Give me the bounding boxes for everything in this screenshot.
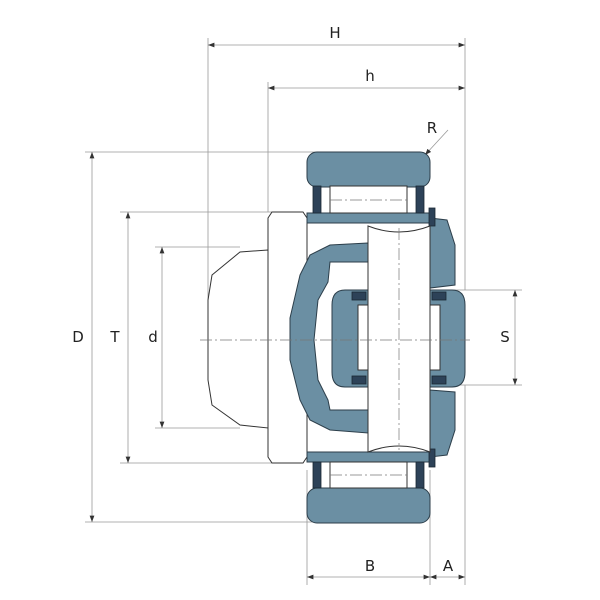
outer-ring <box>306 151 431 524</box>
label-A: A <box>442 557 454 575</box>
side-plate-bottom <box>429 389 456 458</box>
label-H: H <box>329 24 341 42</box>
retaining-ring-bottom <box>428 448 436 468</box>
stud-cone <box>207 249 269 429</box>
label-B: B <box>364 557 376 575</box>
extension-lines <box>85 38 522 585</box>
label-R: R <box>426 119 438 137</box>
label-T: T <box>110 328 120 346</box>
dim-R <box>424 129 449 156</box>
side-plate-top <box>429 217 456 289</box>
stud-flange <box>267 211 308 464</box>
retaining-ring-top <box>428 207 436 227</box>
label-h: h <box>365 67 375 85</box>
label-d: d <box>148 328 158 346</box>
label-D: D <box>72 328 84 346</box>
inner-bearing <box>331 289 466 388</box>
dimension-lines <box>89 42 518 580</box>
label-S: S <box>500 328 510 346</box>
